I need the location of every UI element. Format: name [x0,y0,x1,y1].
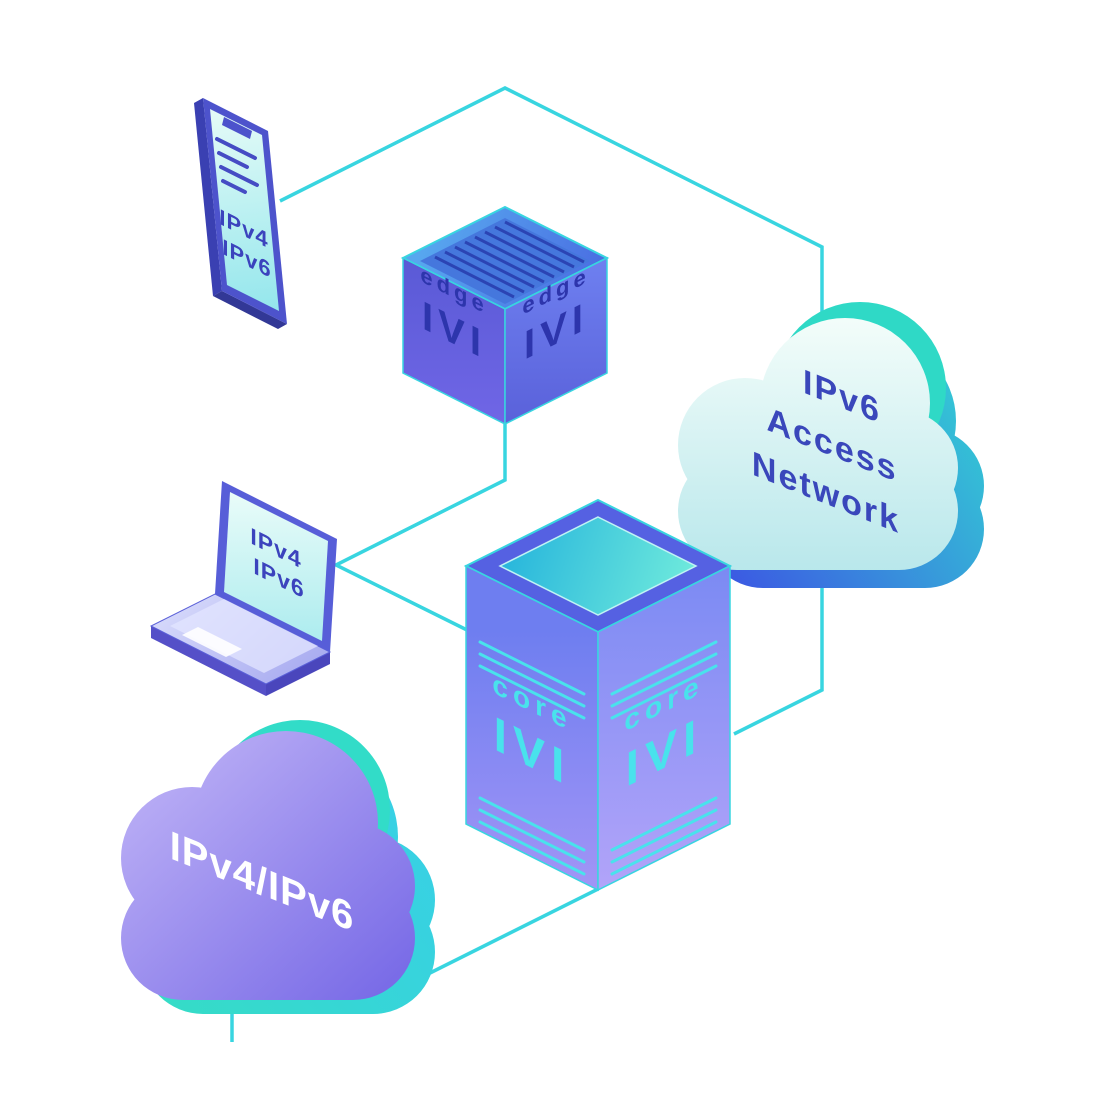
laptop-display [224,492,328,641]
smartphone: IPv4 IPv6 [194,98,287,329]
core-left-bottom-vents [478,796,586,876]
phone-side-bottom [213,291,287,329]
phone-notch [222,117,252,139]
laptop-deck-right-edge [266,652,330,696]
edge-cube-vent-hatch [434,220,585,299]
laptop-deck-front-edge [151,626,266,696]
access-cloud-body [678,318,958,570]
phone-text-lines [215,137,259,194]
laptop-trackpad [182,627,242,657]
ipv4-ipv6-cloud: IPv4/IPv6 [121,720,435,1014]
phone-side-left [194,98,222,296]
edge-router-cube: edge IVI edge IVI [400,205,610,426]
phone-screen [210,109,279,311]
core-left-top-vents [478,640,586,720]
laptop: IPv4 IPv6 [149,481,337,696]
core-top-panel [498,516,698,616]
core-right-top-vents [610,640,718,720]
laptop-keyboard [170,599,318,673]
core-router-tower: core IVI core IVI [463,498,733,892]
edge-cube-right-face [504,256,608,426]
core-right-bottom-vents [610,796,718,876]
connector-lines [230,86,824,1042]
transit-cloud-body [121,731,415,1000]
ipv6-access-network-cloud: IPv6 Access Network [678,302,984,588]
